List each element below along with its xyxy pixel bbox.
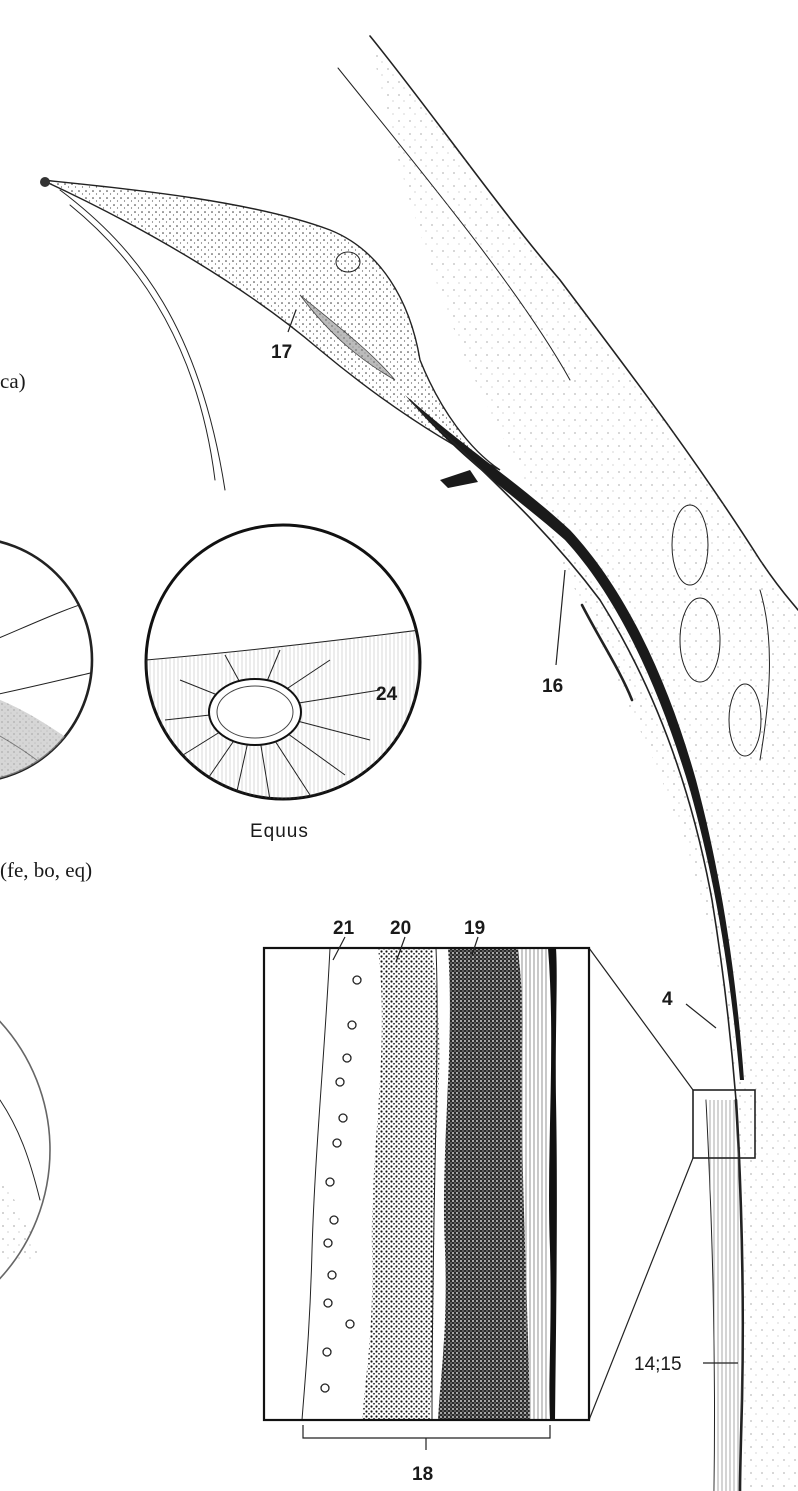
label-14-15: 14;15 <box>634 1354 682 1375</box>
caption-equus: Equus <box>250 821 309 842</box>
text-ca-fragment: ca) <box>0 369 26 393</box>
fundus-circle-lower <box>0 960 50 1340</box>
label-4: 4 <box>662 989 673 1010</box>
retina-inset <box>264 937 589 1450</box>
label-19: 19 <box>464 918 485 939</box>
label-20: 20 <box>390 918 411 939</box>
equus-fundus-circle <box>146 525 420 800</box>
label-17: 17 <box>271 342 292 363</box>
fundus-circle-left <box>0 538 95 782</box>
text-species-fragment: (fe, bo, eq) <box>0 858 92 882</box>
label-21: 21 <box>333 918 355 939</box>
optic-disc <box>209 679 301 745</box>
label-18: 18 <box>412 1464 433 1485</box>
label-16: 16 <box>542 676 563 697</box>
label-24: 24 <box>376 684 398 705</box>
